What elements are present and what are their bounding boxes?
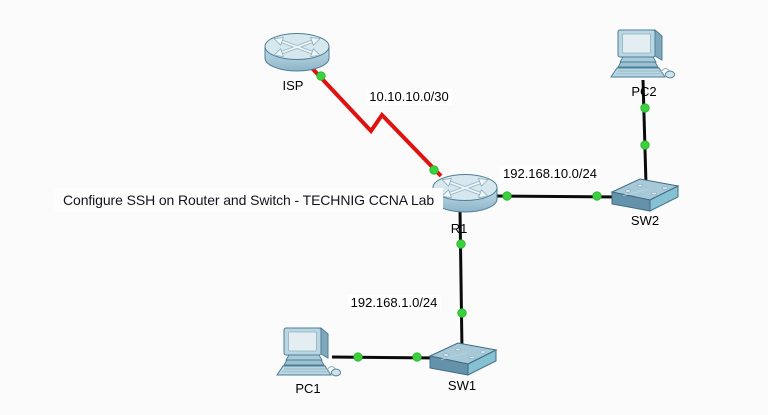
device-label-pc2: PC2 xyxy=(631,84,657,99)
device-label-sw2: SW2 xyxy=(630,213,660,228)
port-status-up-dot xyxy=(640,103,650,113)
switch-icon xyxy=(610,178,680,212)
port-status-up-dot xyxy=(592,191,602,201)
port-status-up-dot xyxy=(316,71,326,81)
device-pc1-pc[interactable] xyxy=(276,325,344,383)
port-status-up-dot xyxy=(456,239,466,249)
router-icon xyxy=(432,174,498,213)
subnet-label-r1-sw2: 192.168.10.0/24 xyxy=(500,166,600,182)
port-status-up-dot xyxy=(502,191,512,201)
link-r1-sw1-ethernet-cable[interactable] xyxy=(458,209,464,351)
port-status-up-dot xyxy=(429,165,439,175)
device-label-sw1: SW1 xyxy=(447,378,477,393)
device-isp-router[interactable] xyxy=(262,30,332,76)
device-pc2-pc[interactable] xyxy=(610,27,678,85)
link-isp-r1-serial-cable[interactable] xyxy=(308,64,443,178)
link-r1-sw2-ethernet-cable[interactable] xyxy=(495,194,623,199)
pc-icon xyxy=(610,28,676,79)
topology-note[interactable]: Configure SSH on Router and Switch - TEC… xyxy=(54,188,444,212)
link-pc1-sw1-ethernet-cable[interactable] xyxy=(331,355,441,360)
subnet-label-isp-r1: 10.10.10.0/30 xyxy=(366,89,452,105)
switch-icon xyxy=(428,342,498,376)
port-status-up-dot xyxy=(412,352,422,362)
port-status-up-dot xyxy=(353,352,363,362)
subnet-label-r1-sw1: 192.168.1.0/24 xyxy=(347,295,441,311)
router-icon xyxy=(264,33,330,72)
device-sw2-switch[interactable] xyxy=(609,175,681,213)
port-status-up-dot xyxy=(640,140,650,150)
port-status-up-dot xyxy=(457,308,467,318)
device-label-pc1: PC1 xyxy=(295,381,321,396)
device-label-isp: ISP xyxy=(282,78,304,93)
link-pc2-sw2-ethernet-cable[interactable] xyxy=(641,79,648,185)
device-label-r1: R1 xyxy=(450,221,468,236)
pc-icon xyxy=(276,326,342,377)
device-sw1-switch[interactable] xyxy=(427,339,499,377)
device-r1-router[interactable] xyxy=(430,171,500,217)
